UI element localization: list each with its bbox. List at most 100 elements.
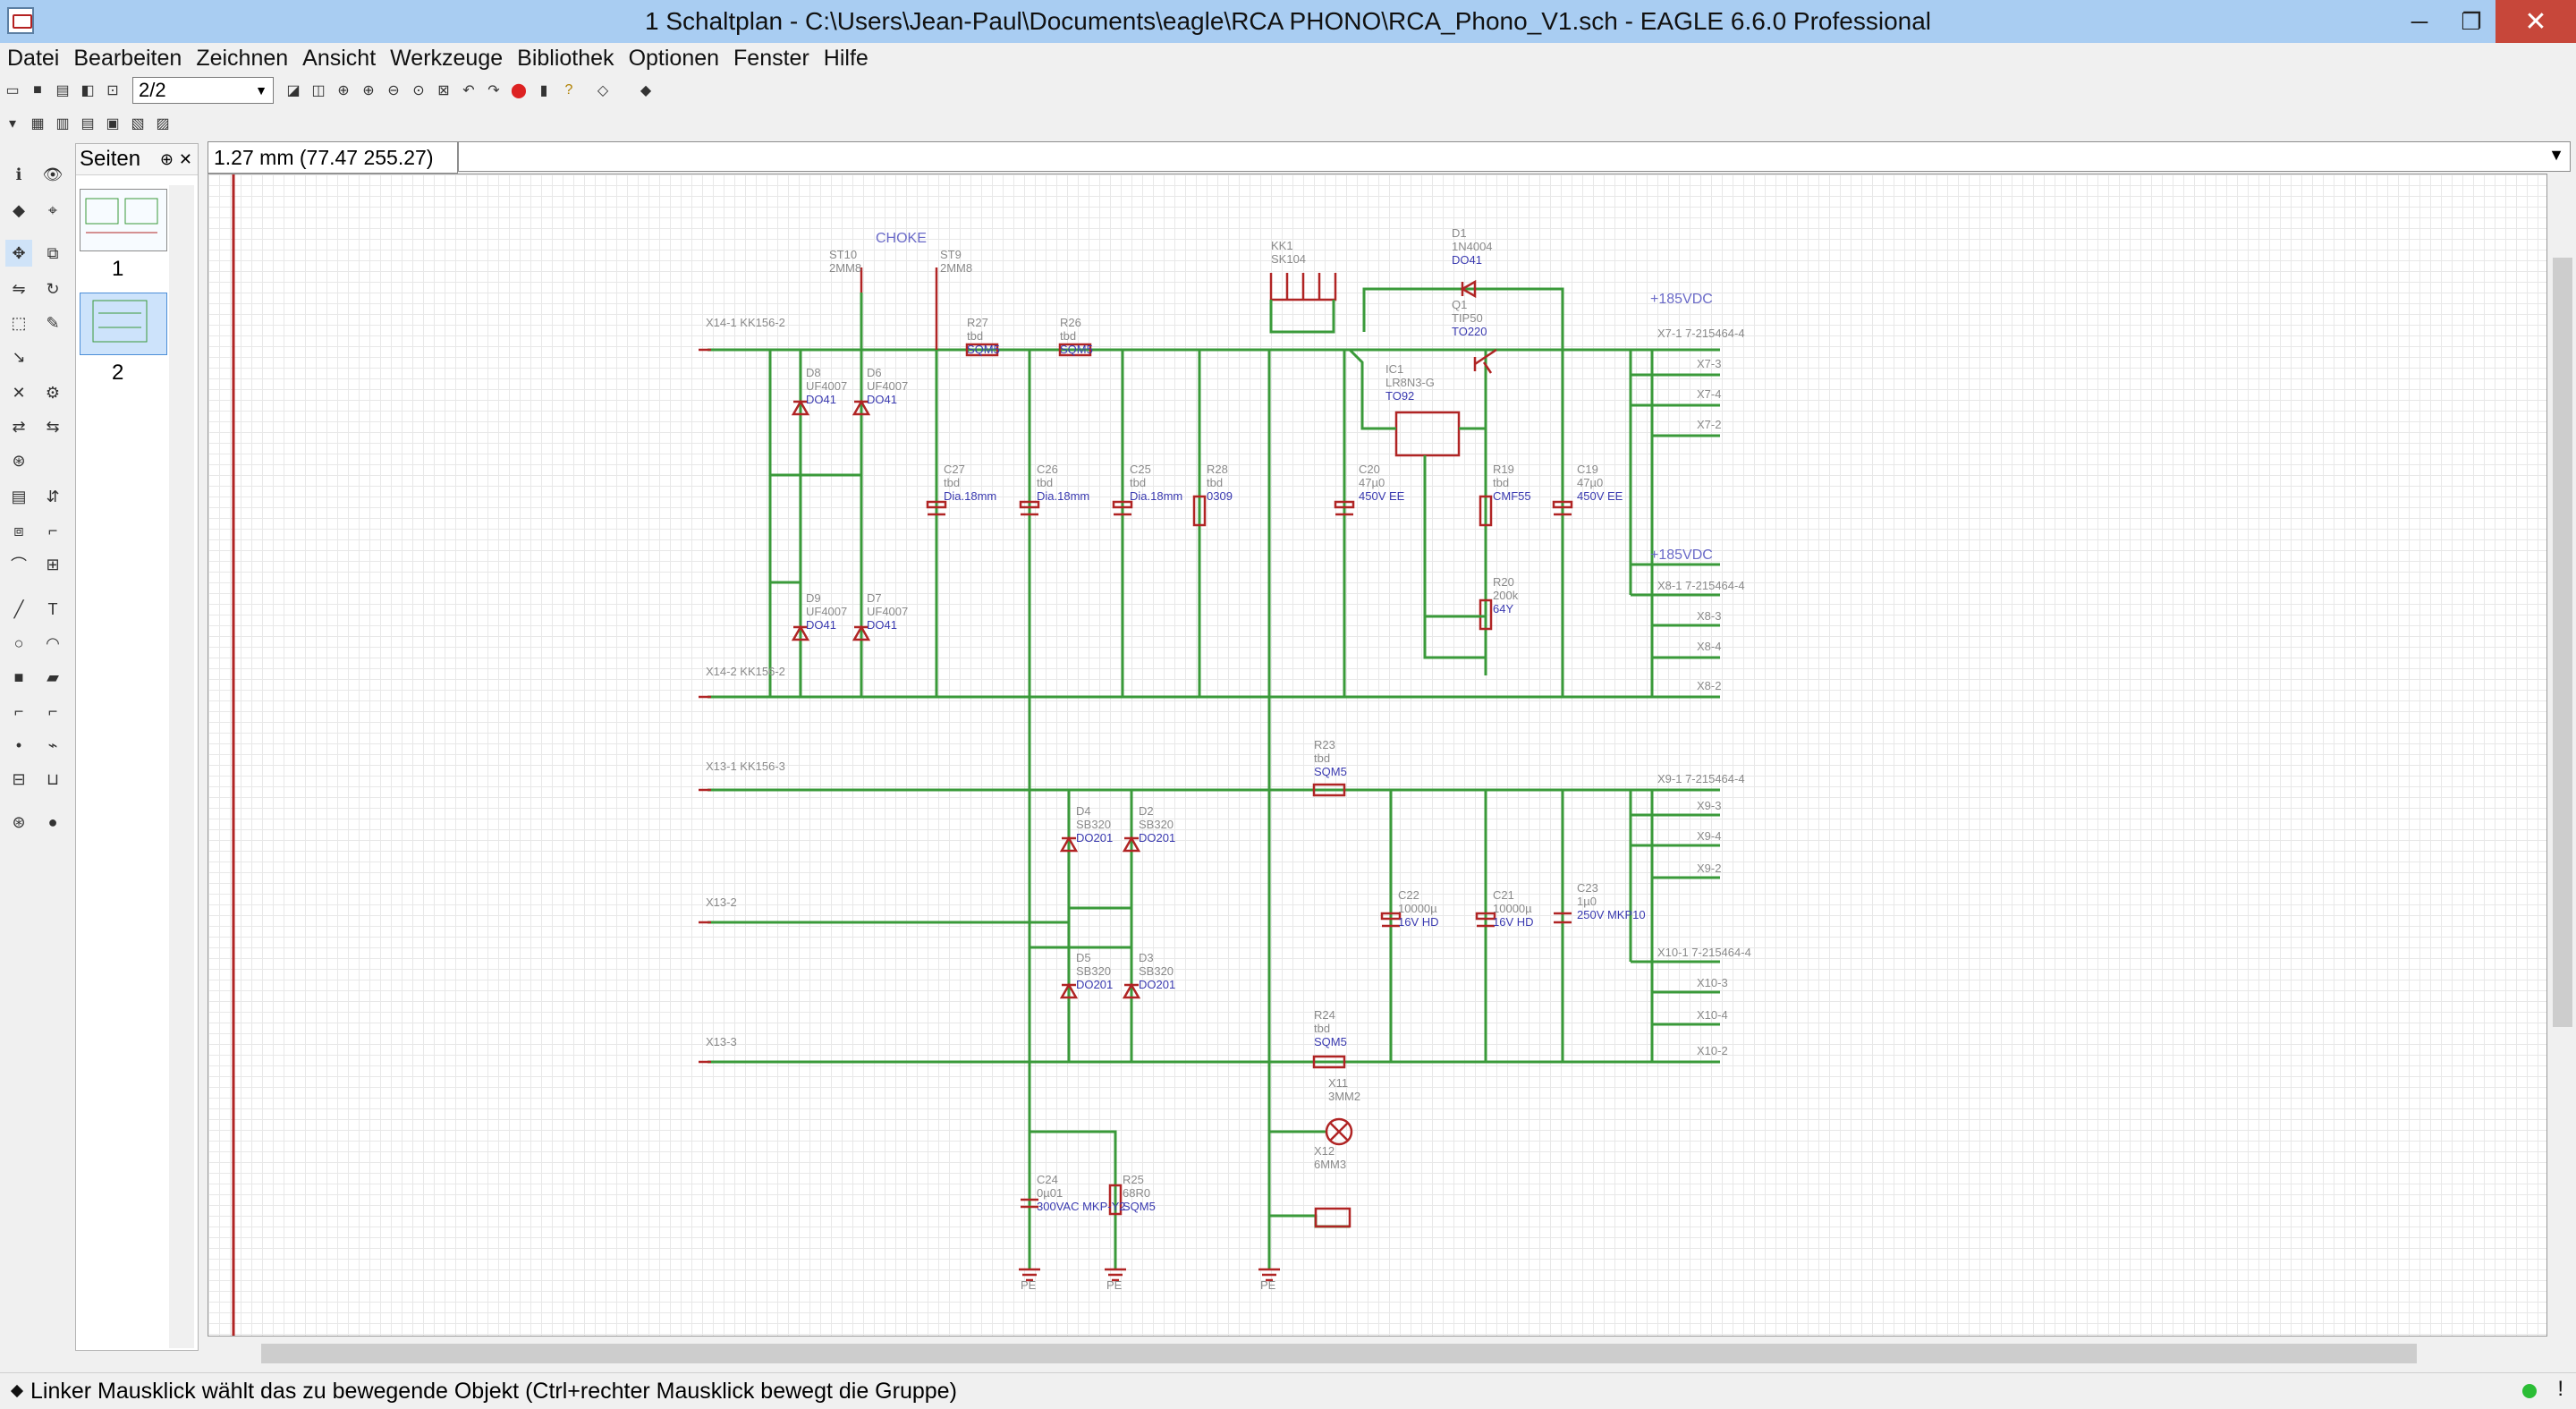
errors-tool-icon[interactable]: ●	[47, 812, 58, 831]
smash-tool-icon[interactable]: ⧈	[13, 521, 24, 539]
close-button[interactable]: ✕	[2496, 0, 2576, 43]
design-link-icon[interactable]: ◇	[597, 83, 609, 98]
connector-label-x13-1: X13-1 KK156-3	[706, 760, 785, 773]
info-tool-icon[interactable]: ℹ	[15, 165, 22, 183]
layer-dropdown-icon[interactable]: ▾	[8, 116, 17, 132]
zoom-out-icon[interactable]: ⊖	[387, 83, 400, 98]
help-icon[interactable]: ?	[564, 82, 573, 98]
undo-icon[interactable]: ↶	[462, 83, 475, 98]
stop-icon[interactable]: ⬤	[511, 83, 527, 98]
group-tool-icon[interactable]: ⬚	[11, 313, 27, 332]
vertical-scrollbar[interactable]	[2547, 174, 2576, 1337]
page-thumbnail-2[interactable]	[80, 293, 167, 355]
change-tool-icon[interactable]: ✎	[46, 313, 60, 332]
invoke-tool-icon[interactable]: ⊞	[46, 555, 60, 573]
menu-optionen[interactable]: Optionen	[628, 45, 720, 71]
part-d9-name: D9	[806, 591, 821, 605]
text-tool-icon[interactable]: T	[47, 599, 58, 618]
open-icon[interactable]: ▭	[5, 83, 20, 98]
name-tool-icon[interactable]: ▤	[11, 487, 27, 505]
rect-tool-icon[interactable]: ■	[13, 667, 24, 686]
gateswap-tool-icon[interactable]: ⊛	[12, 451, 26, 470]
sheet-selector[interactable]: 2/2 ▼	[132, 77, 274, 104]
schematic-canvas[interactable]: CHOKE +185VDC +185VDC X14-1 KK156-2 X14-…	[208, 174, 2547, 1337]
copy-tool-icon[interactable]: ⧉	[47, 243, 59, 262]
wire-tool-icon[interactable]: ╱	[13, 599, 24, 618]
go-icon[interactable]: ▮	[539, 83, 548, 98]
circle-tool-icon[interactable]: ○	[13, 633, 24, 652]
zoom-select-icon[interactable]: ⊠	[437, 83, 450, 98]
save-icon[interactable]: ■	[33, 82, 42, 98]
page-number-1[interactable]: 1	[112, 257, 124, 281]
menu-datei[interactable]: Datei	[7, 45, 60, 71]
close-panel-icon[interactable]: ✕	[178, 149, 192, 168]
menu-werkzeuge[interactable]: Werkzeuge	[390, 45, 504, 71]
part-r24-value: tbd	[1314, 1022, 1330, 1035]
menu-bibliothek[interactable]: Bibliothek	[517, 45, 614, 71]
delete-tool-icon[interactable]: ✕	[12, 383, 26, 402]
redo-icon[interactable]: ↷	[487, 83, 500, 98]
menu-ansicht[interactable]: Ansicht	[302, 45, 377, 71]
print-icon[interactable]: ▤	[55, 83, 70, 98]
eagle-app-icon[interactable]	[7, 7, 34, 34]
vertical-scroll-thumb[interactable]	[2553, 258, 2572, 1027]
dimension-tool-icon[interactable]: ⊔	[46, 769, 60, 788]
command-line-input[interactable]: ▼	[458, 141, 2571, 172]
part-r28-name: R28	[1207, 463, 1228, 476]
page-thumbnail-1[interactable]	[80, 189, 167, 251]
menu-zeichnen[interactable]: Zeichnen	[196, 45, 289, 71]
menu-bearbeiten[interactable]: Bearbeiten	[73, 45, 182, 71]
paste-tool-icon[interactable]: ↘	[12, 347, 26, 366]
panel-layout-1-icon[interactable]: ▦	[30, 116, 45, 132]
panel-layout-5-icon[interactable]: ▧	[131, 116, 145, 132]
chevron-down-icon[interactable]: ▼	[2548, 146, 2564, 164]
panel-layout-2-icon[interactable]: ▥	[55, 116, 70, 132]
zoom-in-icon[interactable]: ⊕	[362, 83, 375, 98]
junction-tool-icon[interactable]: •	[15, 735, 22, 754]
horizontal-scroll-thumb[interactable]	[261, 1344, 2417, 1363]
value-tool-icon[interactable]: ⇵	[46, 487, 60, 505]
rotate-tool-icon[interactable]: ↻	[46, 279, 60, 298]
page-number-2[interactable]: 2	[112, 361, 124, 385]
pinswap-tool-icon[interactable]: ⇄	[12, 417, 26, 436]
minimize-button[interactable]: ─	[2411, 7, 2428, 35]
panel-layout-6-icon[interactable]: ▨	[156, 116, 170, 132]
split-tool-icon[interactable]: ⌒	[11, 556, 27, 574]
connector-label-x9-3: X9-3	[1697, 799, 1721, 812]
ulp-icon[interactable]: ◫	[311, 83, 326, 98]
redraw-icon[interactable]: ⊙	[412, 83, 425, 98]
cam-icon[interactable]: ◧	[80, 83, 95, 98]
part-d3-value: SB320	[1139, 964, 1174, 978]
move-tool-icon[interactable]: ✥	[5, 240, 32, 267]
erc-tool-icon[interactable]: ⊛	[12, 812, 26, 831]
connector-label-x8-1: X8-1 7-215464-4	[1657, 579, 1745, 592]
label-tool-icon[interactable]: ⌁	[47, 735, 58, 754]
zoom-fit-icon[interactable]: ⊕	[337, 83, 350, 98]
miter-tool-icon[interactable]: ⌐	[47, 521, 58, 539]
lock-icon[interactable]: ⊡	[106, 83, 119, 98]
panel-layout-3-icon[interactable]: ▤	[80, 116, 95, 132]
bus-tool-icon[interactable]: ⌐	[13, 701, 24, 720]
status-indicator[interactable]: !	[2557, 1377, 2563, 1401]
script-icon[interactable]: ◪	[286, 83, 301, 98]
part-d3-package: DO201	[1139, 978, 1175, 991]
part-c27-package: Dia.18mm	[944, 489, 996, 503]
add-tool-icon[interactable]: ⚙	[45, 383, 61, 402]
mark-tool-icon[interactable]: ⌖	[47, 200, 58, 219]
menu-fenster[interactable]: Fenster	[733, 45, 809, 71]
pin-icon[interactable]: ⊕	[159, 149, 174, 168]
attribute-tool-icon[interactable]: ⊟	[12, 769, 26, 788]
net-tool-icon[interactable]: ⌐	[47, 701, 58, 720]
ltspice-icon[interactable]: ◆	[640, 83, 652, 98]
pages-scrollbar[interactable]	[169, 185, 194, 1348]
display-tool-icon[interactable]: ◆	[13, 200, 25, 219]
panel-layout-4-icon[interactable]: ▣	[106, 116, 120, 132]
horizontal-scrollbar[interactable]	[208, 1338, 2547, 1367]
mirror-tool-icon[interactable]: ⇋	[12, 279, 26, 298]
show-tool-icon[interactable]: 👁	[42, 165, 64, 183]
polygon-tool-icon[interactable]: ▰	[47, 667, 59, 686]
arc-tool-icon[interactable]: ◠	[46, 633, 60, 652]
menu-hilfe[interactable]: Hilfe	[823, 45, 869, 71]
replace-tool-icon[interactable]: ⇆	[46, 417, 60, 436]
restore-button[interactable]: ❐	[2461, 7, 2482, 35]
